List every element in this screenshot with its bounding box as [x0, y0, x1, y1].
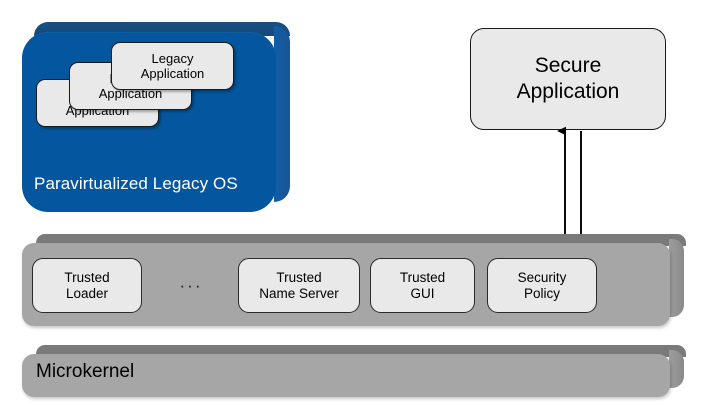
trusted-services-slab-right-face [669, 239, 684, 317]
microkernel-label: Microkernel [36, 361, 135, 382]
microkernel-slab-right-face [669, 350, 684, 388]
trusted-loader-box: Trusted Loader [32, 258, 142, 313]
secure-application-box: Secure Application [470, 28, 666, 130]
security-policy-box: Security Policy [487, 258, 597, 313]
trusted-gui-text: Trusted GUI [399, 269, 446, 301]
trusted-name-server-text: Trusted Name Server [259, 269, 339, 301]
trusted-name-server-box: Trusted Name Server [238, 258, 360, 313]
microkernel-slab [22, 345, 686, 397]
secure-application-text: Secure Application [516, 54, 620, 103]
legacy-application-card-3-text: Legacy Application [140, 51, 205, 81]
security-policy-text: Security Policy [517, 269, 567, 301]
trusted-gui-box: Trusted GUI [370, 258, 475, 313]
legacy-application-card-3: Legacy Application [111, 42, 234, 90]
paravirtualized-legacy-os-label: Paravirtualized Legacy OS [34, 174, 238, 193]
microkernel-slab-front-face [22, 354, 670, 397]
vm-right-face [274, 26, 290, 202]
trusted-loader-text: Trusted Loader [64, 269, 110, 301]
services-ellipsis: ··· [179, 276, 203, 295]
